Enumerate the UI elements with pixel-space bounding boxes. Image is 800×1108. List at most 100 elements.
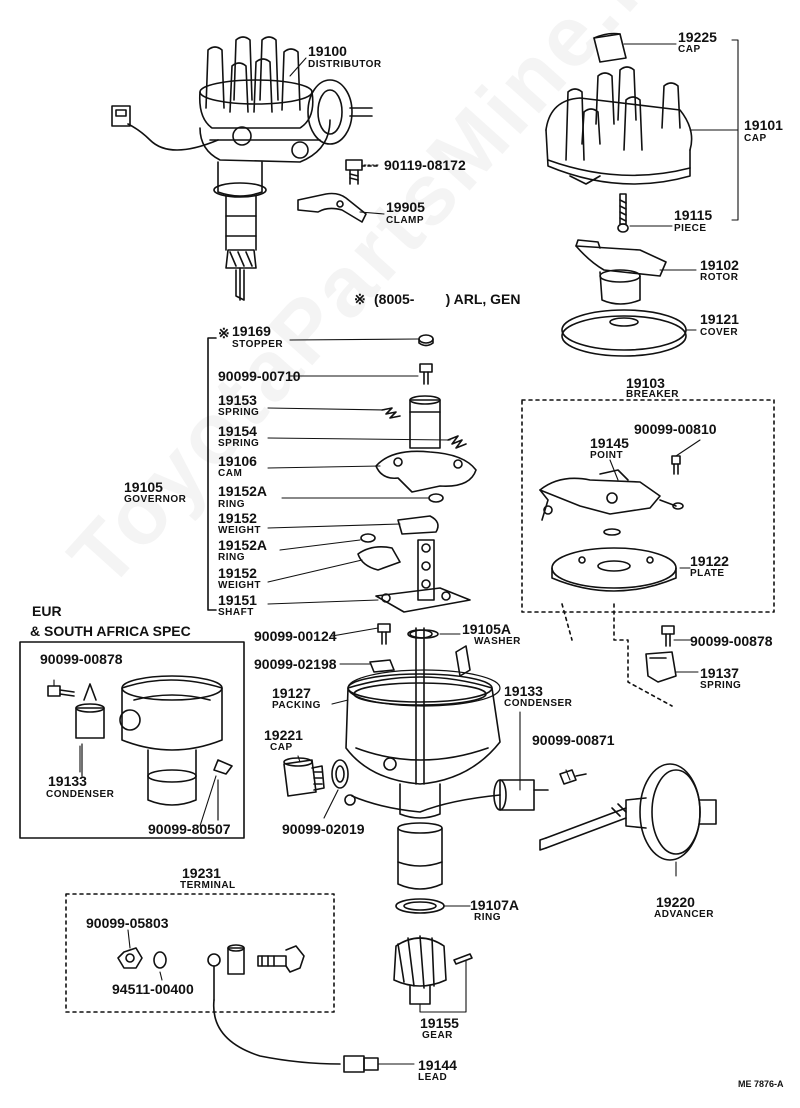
distributor-assembly-drawing <box>111 36 373 301</box>
breaker-spring-leader <box>613 603 673 707</box>
piece-19115-drawing <box>617 193 629 233</box>
part-number-19220: 19220 <box>656 894 695 910</box>
eur-heading-line2: & SOUTH AFRICA SPEC <box>30 623 191 639</box>
eur-screw-drawing <box>47 685 233 775</box>
part-name-rotor: ROTOR <box>700 272 739 283</box>
part-name-plate: PLATE <box>690 568 725 579</box>
breaker-group-box <box>521 399 775 613</box>
part-name-shaft: SHAFT <box>218 607 254 618</box>
breaker-plate-drawing <box>551 547 677 592</box>
part-name-distributor: DISTRIBUTOR <box>308 59 382 70</box>
part-name-ring-first: RING <box>218 499 245 510</box>
part-name-ring-19107A: RING <box>474 912 501 923</box>
part-number-19231: 19231 <box>182 865 221 881</box>
part-name-condenser-left: CONDENSER <box>46 789 115 800</box>
screw-90099-00124-drawing <box>377 623 391 645</box>
condenser-19133-center-drawing <box>344 779 549 813</box>
part-number-19169: 19169 <box>232 323 271 339</box>
part-number-90099-05803: 90099-05803 <box>86 915 169 931</box>
part-number-19137: 19137 <box>700 665 739 681</box>
part-name-cover: COVER <box>700 327 739 338</box>
part-name-cam: CAM <box>218 468 243 479</box>
spring-19137-drawing <box>645 651 677 683</box>
screw-90099-00878-right-drawing <box>661 625 675 647</box>
main-housing-drawing <box>345 627 501 890</box>
part-number-19154: 19154 <box>218 423 257 439</box>
part-name-packing: PACKING <box>272 700 321 711</box>
mark-19169: ※ <box>218 325 230 341</box>
part-name-terminal: TERMINAL <box>180 880 236 891</box>
part-number-19152A-first: 19152A <box>218 483 268 499</box>
governor-stack-drawing <box>357 334 477 613</box>
part-name-spring-19153: SPRING <box>218 407 260 418</box>
part-number-19151: 19151 <box>218 592 257 608</box>
part-name-advancer: ADVANCER <box>654 909 714 920</box>
lead-19144-drawing <box>212 999 379 1073</box>
terminal-parts-drawing <box>117 944 305 1001</box>
part-number-19101: 19101 <box>744 117 783 133</box>
part-name-weight-first: WEIGHT <box>218 525 261 536</box>
part-name-condenser-center: CONDENSER <box>504 698 573 709</box>
part-number-19155: 19155 <box>420 1015 459 1031</box>
part-name-cap-19225: CAP <box>678 44 701 55</box>
part-number-19153: 19153 <box>218 392 257 408</box>
part-number-19105A: 19105A <box>462 621 512 637</box>
part-number-19152-first: 19152 <box>218 510 257 526</box>
gasket-90099-02019-drawing <box>331 759 349 789</box>
part-number-19152A-second: 19152A <box>218 537 268 553</box>
part-number-19152-second: 19152 <box>218 565 257 581</box>
part-name-spring-19154: SPRING <box>218 438 260 449</box>
part-number-90099-00710: 90099-00710 <box>218 368 301 384</box>
part-name-piece: PIECE <box>674 223 707 234</box>
governor-bracket <box>207 337 217 611</box>
part-number-19102: 19102 <box>700 257 739 273</box>
part-number-19105: 19105 <box>124 479 163 495</box>
part-number-90099-80507: 90099-80507 <box>148 821 231 837</box>
cover-19121-drawing <box>561 309 687 357</box>
eur-spec-box <box>19 641 245 839</box>
part-number-19115: 19115 <box>674 207 713 223</box>
leader-lines <box>53 39 739 1065</box>
washer-90099-02198-drawing <box>369 659 395 673</box>
part-number-90099-00871: 90099-00871 <box>532 732 615 748</box>
part-name-weight-second: WEIGHT <box>218 580 261 591</box>
part-number-19121: 19121 <box>700 311 739 327</box>
note-text: (8005- ) ARL, GEN <box>374 291 521 307</box>
part-number-19133-left: 19133 <box>48 773 87 789</box>
part-number-90099-00878-left: 90099-00878 <box>40 651 123 667</box>
part-number-19107A: 19107A <box>470 897 520 913</box>
bolt-90119-08172-drawing <box>345 159 379 185</box>
diagram-reference-code: ME 7876-A <box>738 1079 784 1089</box>
part-number-19225: 19225 <box>678 29 717 45</box>
distributor-cap-19101-drawing <box>545 66 693 185</box>
part-name-spring-19137: SPRING <box>700 680 742 691</box>
part-number-19145: 19145 <box>590 435 629 451</box>
part-number-90099-00124: 90099-00124 <box>254 628 337 644</box>
eur-heading-line1: EUR <box>32 603 62 619</box>
washer-19105A-drawing <box>409 629 439 639</box>
part-number-90099-00878-right: 90099-00878 <box>690 633 773 649</box>
part-name-clamp: CLAMP <box>386 215 425 226</box>
part-number-19103: 19103 <box>626 375 665 391</box>
part-number-19122: 19122 <box>690 553 729 569</box>
breaker-point-drawing <box>539 455 684 536</box>
cap-19221-drawing <box>283 757 325 797</box>
ring-19107A-drawing <box>395 898 445 914</box>
part-number-19144: 19144 <box>418 1057 457 1073</box>
part-name-breaker: BREAKER <box>626 389 679 400</box>
part-name-governor: GOVERNOR <box>124 494 187 505</box>
note-symbol: ※ <box>354 291 366 307</box>
part-name-gear: GEAR <box>422 1030 453 1041</box>
part-number-19133-center: 19133 <box>504 683 543 699</box>
gear-19155-drawing <box>393 935 473 1005</box>
advancer-19220-drawing <box>539 763 717 861</box>
part-number-94511-00400: 94511-00400 <box>112 981 194 997</box>
part-number-90099-02019: 90099-02019 <box>282 821 365 837</box>
rotor-19102-drawing <box>575 239 667 305</box>
clamp-19905-drawing <box>297 192 367 223</box>
part-name-ring-second: RING <box>218 552 245 563</box>
part-number-90119-08172: 90119-08172 <box>384 157 466 173</box>
eur-housing-drawing <box>119 675 223 806</box>
